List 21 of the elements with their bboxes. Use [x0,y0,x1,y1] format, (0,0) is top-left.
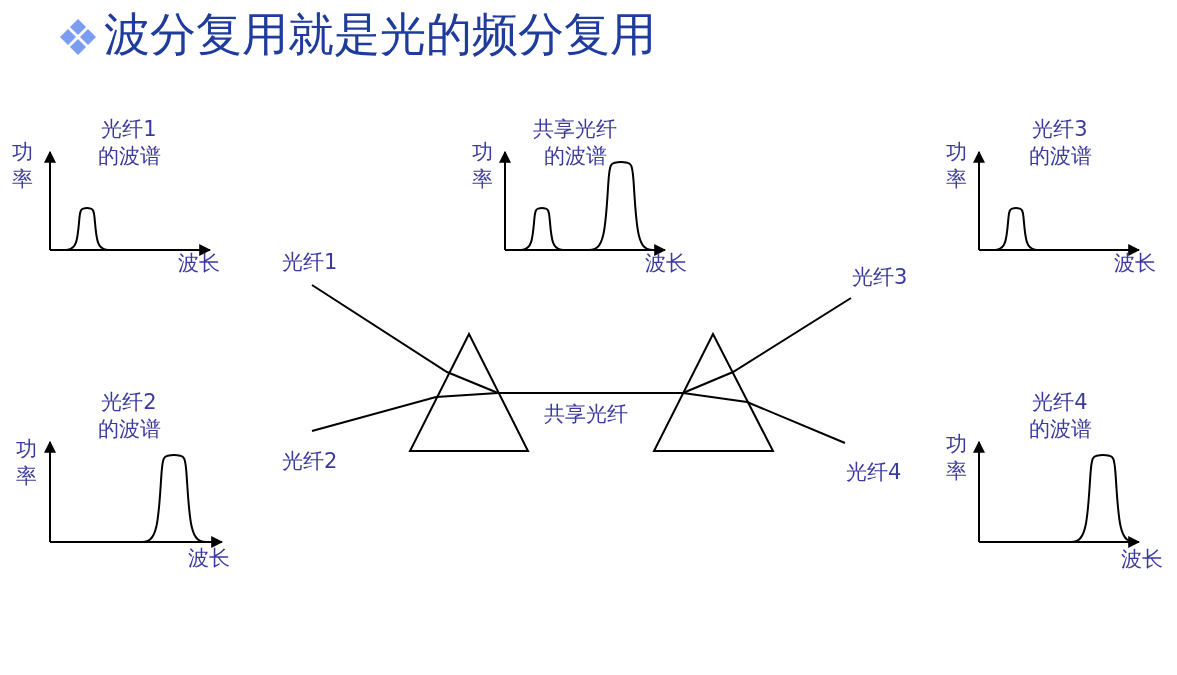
chart-title: 光纤4的波谱 [1027,389,1093,444]
fiber-label: 光纤1 [282,249,338,276]
chart-title: 共享光纤的波谱 [532,116,618,171]
axis-label: 波长 [188,545,230,572]
axis-label: 波长 [645,250,687,277]
fiber-label: 光纤3 [852,264,908,291]
axis-label: 波长 [1121,546,1163,573]
axis-label: 波长 [178,250,220,277]
axis-label: 功率 [472,139,493,194]
chart-title: 光纤3的波谱 [1027,116,1093,171]
fiber-label: 光纤4 [846,459,902,486]
axis-label: 功率 [16,436,37,491]
axis-label: 波长 [1114,250,1156,277]
chart-title: 光纤1的波谱 [96,116,162,171]
chart-title: 光纤2的波谱 [96,389,162,444]
axis-label: 功率 [946,139,967,194]
axis-label: 功率 [946,431,967,486]
axis-label: 功率 [12,139,33,194]
slide-title: 波分复用就是光的频分复用 [104,6,656,63]
fiber-label: 共享光纤 [544,401,628,428]
fiber-label: 光纤2 [282,448,338,475]
